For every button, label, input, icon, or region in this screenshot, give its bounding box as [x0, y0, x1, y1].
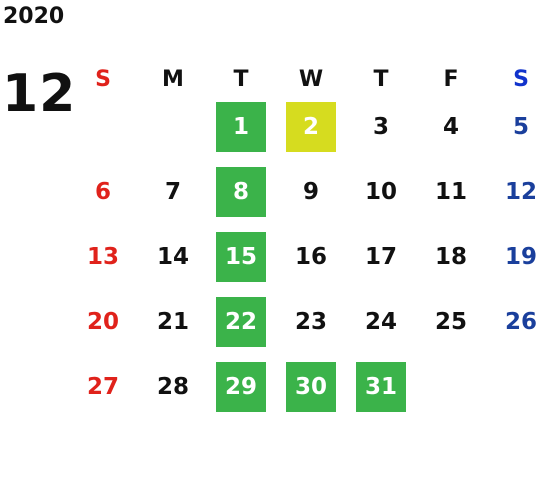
calendar-grid: S M T W T F S 1 2 3 4 5 6 7 8 9 10 11 12… [68, 57, 548, 427]
day-cell [426, 362, 476, 412]
day-cell[interactable]: 13 [86, 244, 119, 270]
day-cell[interactable]: 4 [442, 114, 459, 140]
day-cell[interactable]: 9 [302, 179, 319, 205]
weekday-saturday: S [513, 67, 529, 92]
day-cell[interactable]: 11 [434, 179, 467, 205]
day-cell[interactable]: 10 [364, 179, 397, 205]
week-row-5: 27 28 29 30 31 [68, 362, 548, 427]
day-cell[interactable]: 23 [294, 309, 327, 335]
day-cell[interactable]: 1 [216, 102, 266, 152]
calendar-month: 12 [2, 64, 77, 124]
day-cell [148, 102, 198, 152]
day-cell[interactable]: 3 [372, 114, 389, 140]
day-cell[interactable]: 29 [216, 362, 266, 412]
weekday-monday: M [162, 67, 184, 92]
day-cell [496, 362, 546, 412]
day-cell[interactable]: 24 [364, 309, 397, 335]
week-row-3: 13 14 15 16 17 18 19 [68, 232, 548, 297]
day-cell[interactable]: 25 [434, 309, 467, 335]
day-cell[interactable]: 30 [286, 362, 336, 412]
day-cell[interactable]: 8 [216, 167, 266, 217]
day-cell[interactable]: 15 [216, 232, 266, 282]
week-row-2: 6 7 8 9 10 11 12 [68, 167, 548, 232]
day-cell[interactable]: 18 [434, 244, 467, 270]
day-cell [78, 102, 128, 152]
day-cell[interactable]: 16 [294, 244, 327, 270]
day-cell[interactable]: 27 [86, 374, 119, 400]
calendar-year: 2020 [3, 4, 65, 29]
weekday-thursday: T [373, 67, 389, 92]
day-cell[interactable]: 21 [156, 309, 189, 335]
week-row-4: 20 21 22 23 24 25 26 [68, 297, 548, 362]
weekday-tuesday: T [233, 67, 249, 92]
week-row-1: 1 2 3 4 5 [68, 102, 548, 167]
weekday-sunday: S [95, 67, 111, 92]
day-cell[interactable]: 12 [504, 179, 537, 205]
day-cell[interactable]: 5 [512, 114, 529, 140]
day-cell[interactable]: 28 [156, 374, 189, 400]
day-cell[interactable]: 19 [504, 244, 537, 270]
day-cell[interactable]: 7 [164, 179, 181, 205]
weekday-friday: F [443, 67, 459, 92]
weekday-wednesday: W [298, 67, 324, 92]
day-cell[interactable]: 31 [356, 362, 406, 412]
day-cell[interactable]: 22 [216, 297, 266, 347]
day-cell[interactable]: 26 [504, 309, 537, 335]
weekday-header-row: S M T W T F S [68, 57, 548, 102]
day-cell[interactable]: 6 [94, 179, 111, 205]
day-cell[interactable]: 14 [156, 244, 189, 270]
day-cell[interactable]: 17 [364, 244, 397, 270]
day-cell[interactable]: 20 [86, 309, 119, 335]
day-cell[interactable]: 2 [286, 102, 336, 152]
